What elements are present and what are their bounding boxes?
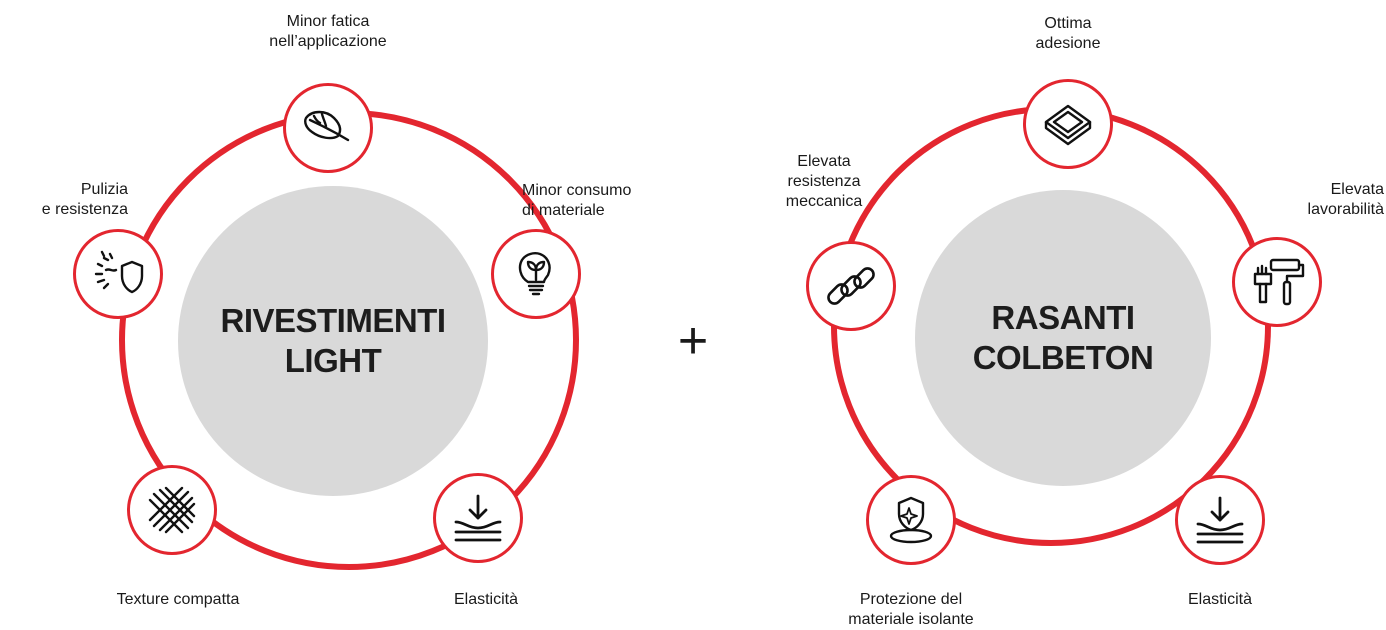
feature-label: Elevata resistenza meccanica [785,153,863,210]
feature-label: Minor fatica nell’applicazione [269,13,387,50]
elasticity-icon [1196,496,1244,544]
feature-badge [1175,475,1265,565]
core-circle: RIVESTIMENTI LIGHT [178,186,488,496]
core-circle: RASANTI COLBETON [915,190,1211,486]
core-title: RIVESTIMENTI LIGHT [220,302,446,379]
feature-badge [1232,237,1322,327]
core-title: RASANTI COLBETON [972,299,1154,376]
elasticity-icon [454,494,502,542]
adhesion-icon [1044,104,1092,146]
plus-sign: + [677,312,709,370]
feature-badge [283,83,373,173]
feature-badge [806,241,896,331]
tools-icon [1253,258,1305,306]
feature-label: Elasticità [453,591,519,608]
feature-label: Texture compatta [116,591,240,608]
diagram-rasanti-colbeton: RASANTI COLBETON Ottima adesione Elevata… [693,0,1386,630]
diagram-rivestimenti-light: RIVESTIMENTI LIGHT Minor fatica nell’app… [41,13,632,608]
feather-icon [304,110,350,142]
eco-bulb-icon [518,252,551,296]
shield-icon [94,250,144,294]
mesh-icon [148,486,196,534]
feature-label: Protezione del materiale isolante [848,591,974,628]
feature-label: Minor consumo di materiale [522,182,632,219]
feature-badge [491,229,581,319]
feature-badge [1023,79,1113,169]
feature-badge [127,465,217,555]
feature-label: Pulizia e resistenza [41,181,128,218]
chain-icon [827,267,875,305]
feature-badge [866,475,956,565]
feature-label: Elasticità [1187,591,1253,608]
feature-badge [433,473,523,563]
feature-label: Elevata lavorabilità [1307,181,1384,218]
feature-badge [73,229,163,319]
feature-label: Ottima adesione [1035,15,1101,52]
protection-icon [889,496,933,544]
